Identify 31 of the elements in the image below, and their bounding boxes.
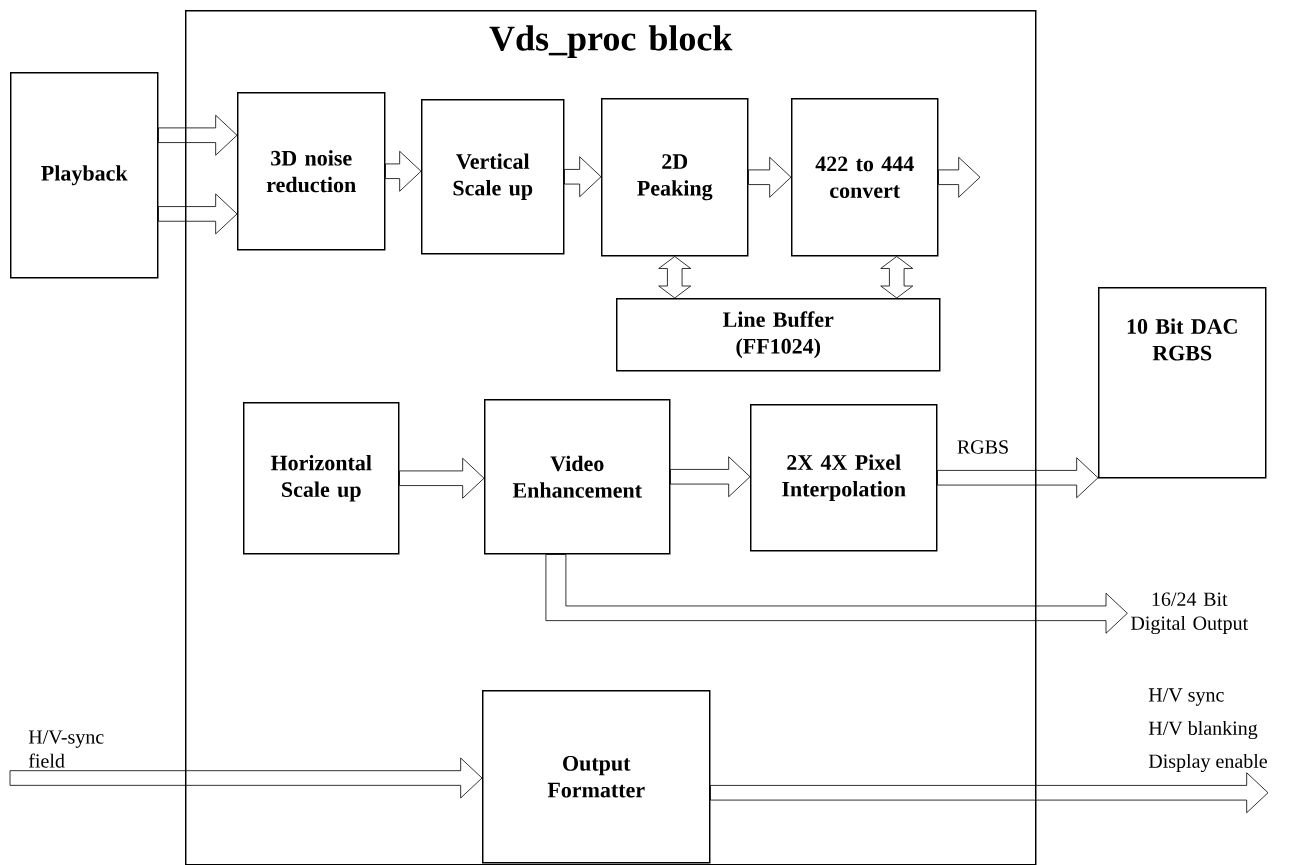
process-box: 3D noise reduction — [237, 92, 386, 251]
block-arrow — [564, 156, 602, 198]
edge-label: RGBS — [955, 438, 1011, 456]
block-arrow — [399, 457, 485, 499]
double-arrow — [880, 256, 914, 299]
block-arrow — [158, 114, 238, 156]
process-box: Horizontal Scale up — [243, 402, 400, 555]
signal-label: H/V blanking — [1148, 720, 1258, 740]
block-arrow — [385, 150, 422, 192]
block-arrow — [748, 156, 792, 198]
output-text: 16/24 Bit Digital Output — [1131, 592, 1249, 635]
block-arrow — [9, 757, 483, 799]
signal-label: Display enable — [1148, 753, 1267, 773]
process-box: Playback — [10, 72, 159, 279]
buffer-box: Line Buffer (FF1024) — [616, 298, 941, 372]
block-arrow — [937, 457, 1099, 499]
signal-label: H/V sync — [1148, 688, 1224, 706]
double-arrow — [658, 256, 692, 299]
process-box: Video Enhancement — [484, 399, 671, 555]
block-arrow — [710, 772, 1269, 814]
process-box: Vertical Scale up — [421, 99, 565, 255]
block-arrow — [158, 193, 238, 235]
process-box: 422 to 444 convert — [791, 98, 939, 257]
block-arrow — [938, 156, 981, 198]
process-box: Output Formatter — [482, 690, 711, 864]
process-box: 2D Peaking — [601, 98, 749, 257]
signal-label: H/V-sync field — [28, 730, 104, 768]
bent-arrow — [545, 554, 1128, 634]
process-box: 2X 4X Pixel Interpolation — [750, 404, 938, 552]
process-box: 10 Bit DAC RGBS — [1098, 287, 1267, 479]
block-arrow — [670, 456, 751, 498]
